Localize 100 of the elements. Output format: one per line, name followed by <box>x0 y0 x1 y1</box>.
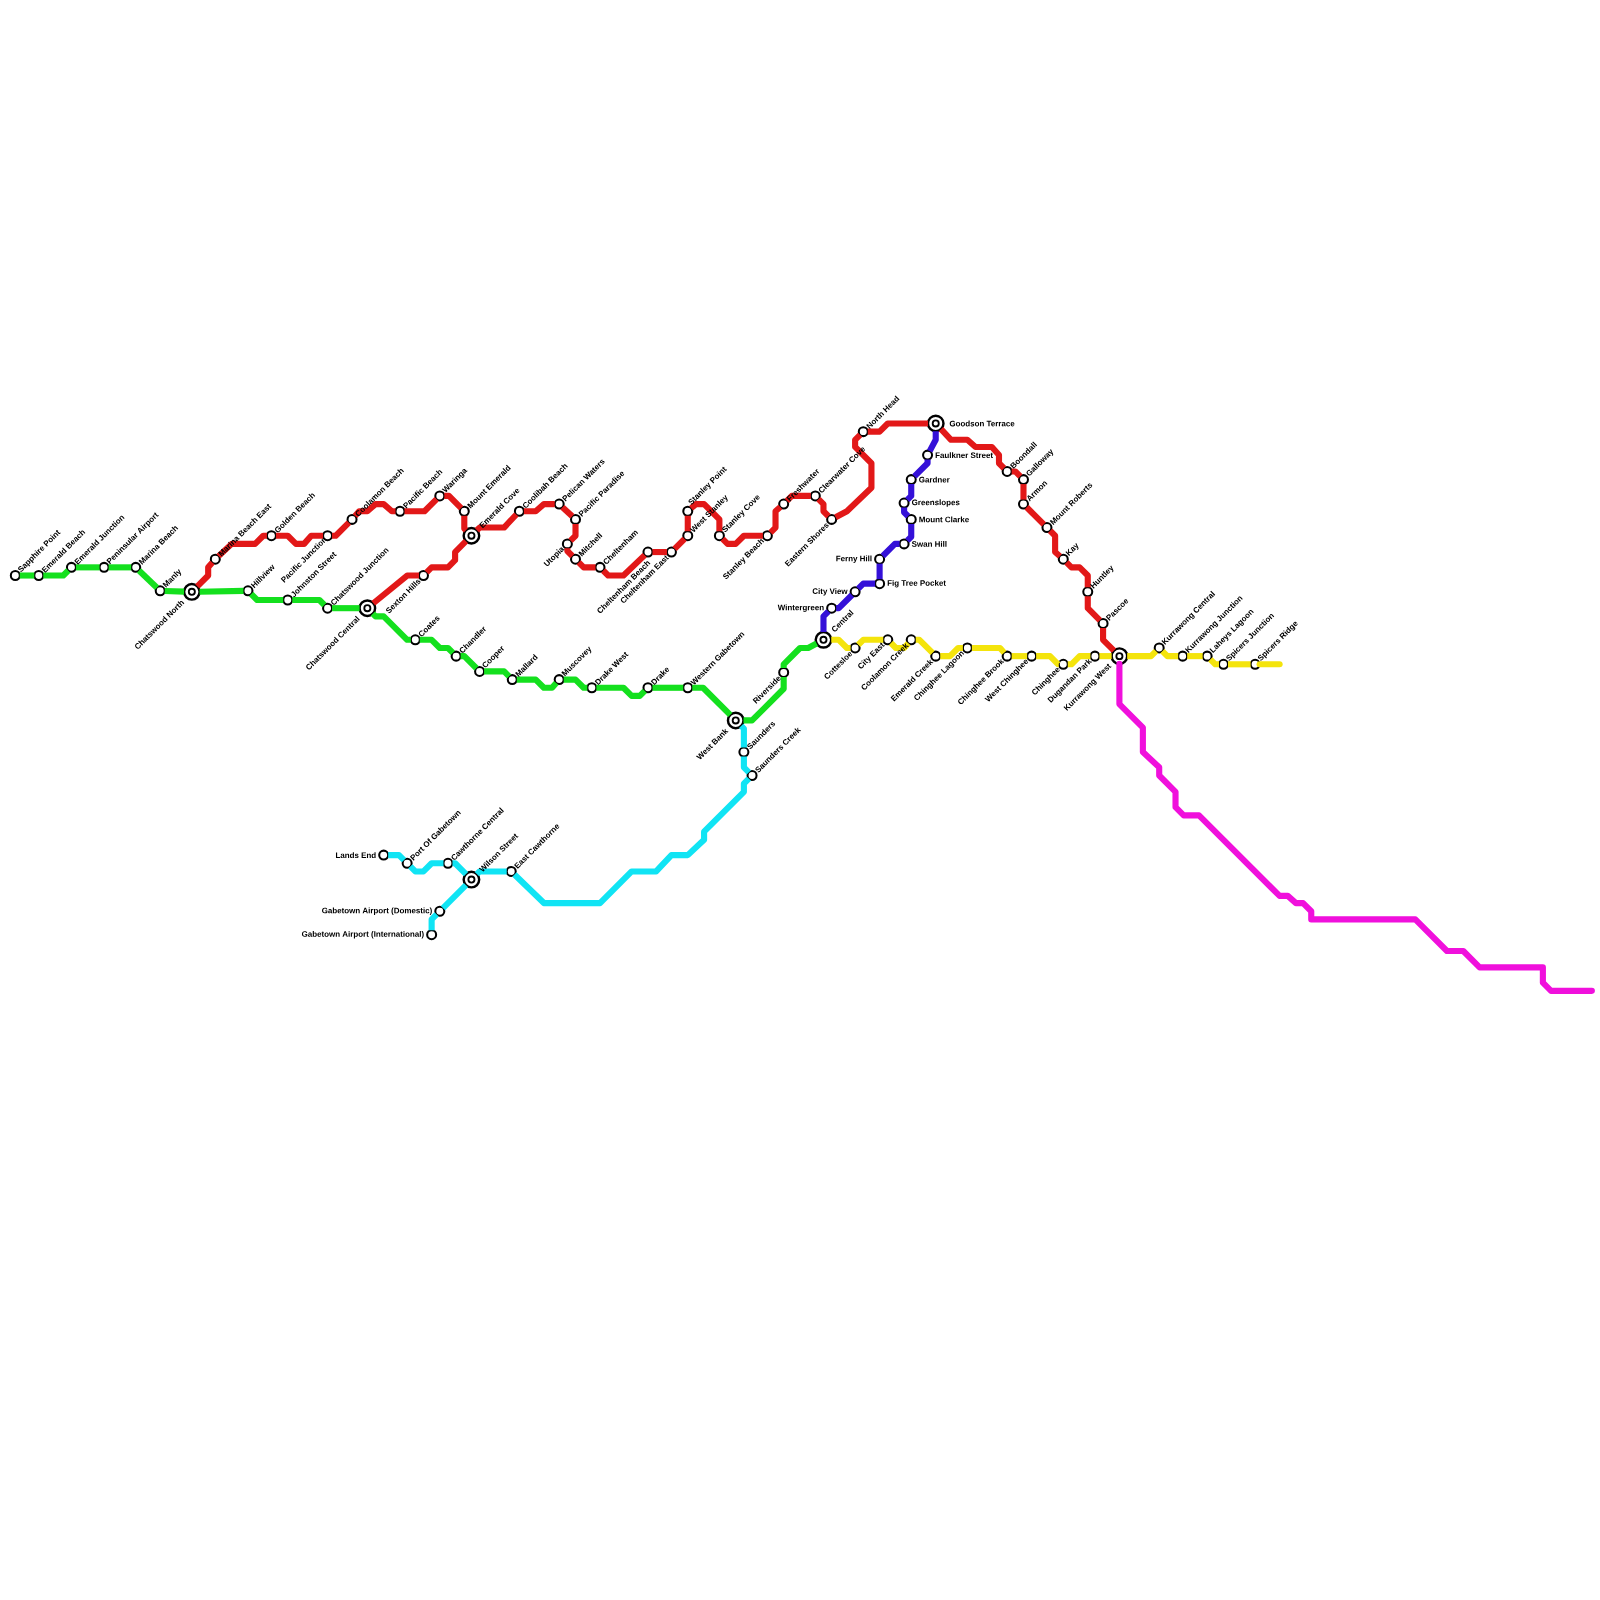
station-marker <box>1017 498 1029 510</box>
line-segment <box>461 515 469 533</box>
station-marker <box>826 513 838 525</box>
line-segment <box>684 515 691 532</box>
station-marker <box>642 546 654 558</box>
line-segment <box>1067 653 1091 668</box>
line-segment <box>856 580 876 591</box>
line-segment <box>444 492 464 511</box>
line-segment <box>743 676 787 724</box>
line-segment <box>672 536 687 552</box>
station-marker <box>849 586 861 598</box>
line-segment <box>692 684 733 718</box>
interchange-marker <box>926 414 945 433</box>
line-segment <box>108 564 132 571</box>
station-marker <box>922 449 934 461</box>
line-segment <box>739 723 747 748</box>
line-segment <box>596 684 647 699</box>
line-segment <box>1011 653 1028 660</box>
station-marker <box>417 570 429 582</box>
station-marker <box>1057 658 1069 670</box>
station-marker <box>905 474 917 486</box>
line-segment <box>352 501 396 519</box>
station-marker <box>778 666 790 678</box>
line-segment <box>460 653 479 671</box>
station-marker <box>434 490 446 502</box>
line-segment <box>424 539 469 575</box>
line-segment <box>1011 468 1023 479</box>
station-marker <box>553 674 565 686</box>
line-segment <box>164 587 185 595</box>
line-segment <box>484 668 512 679</box>
line-segment <box>834 432 875 520</box>
line-segment <box>1187 653 1203 660</box>
line-segment <box>905 523 915 543</box>
station-marker <box>409 634 421 646</box>
line-segment <box>43 568 71 579</box>
line-segment <box>835 592 855 612</box>
line-segment <box>419 636 456 656</box>
line-segment <box>938 427 1007 471</box>
station-marker <box>874 578 886 590</box>
line-segment <box>601 552 647 579</box>
line-segment <box>564 547 575 559</box>
line-segment <box>408 860 444 875</box>
line-segment <box>1100 627 1117 653</box>
interchange-marker <box>182 582 201 601</box>
line-segment <box>19 572 35 579</box>
line-segment <box>1020 484 1027 500</box>
line-segment <box>428 912 439 931</box>
interchange-marker <box>726 711 745 730</box>
line-segment <box>568 523 579 543</box>
line-segment <box>888 640 911 652</box>
line-segment <box>1099 653 1112 660</box>
line-segment <box>720 532 763 547</box>
line-segment <box>820 609 831 633</box>
line-segment <box>901 507 911 519</box>
station-marker <box>898 538 910 550</box>
station-marker <box>434 905 446 917</box>
line-segment <box>563 676 588 691</box>
line-segment <box>512 776 752 907</box>
line-segment <box>452 860 469 877</box>
station-marker <box>809 490 821 502</box>
line-segment <box>831 636 851 652</box>
line-segment <box>292 596 327 608</box>
line-segment <box>576 560 596 571</box>
station-marker <box>9 570 21 582</box>
line-segment <box>689 501 723 532</box>
line-segment <box>199 587 244 595</box>
station-marker <box>874 553 886 565</box>
line-segment <box>880 540 900 559</box>
station-marker <box>378 849 390 861</box>
line-segment <box>905 484 915 503</box>
station-marker <box>265 530 277 542</box>
station-marker <box>1026 650 1038 662</box>
line-segment <box>876 563 883 580</box>
line-segment <box>136 568 160 590</box>
line-segment <box>768 504 783 535</box>
interchange-marker <box>462 870 481 889</box>
line-segment <box>1116 660 1595 994</box>
line-segment <box>1036 653 1062 668</box>
station-marker <box>849 642 861 654</box>
line-segment <box>248 591 284 604</box>
line-segment <box>971 644 1007 655</box>
line-segment <box>927 431 939 453</box>
line-segment <box>275 532 324 547</box>
line-segment <box>652 684 684 691</box>
line-segment <box>474 512 519 533</box>
station-marker <box>1017 474 1029 486</box>
line-segment <box>404 496 439 515</box>
line-segment <box>1024 505 1046 527</box>
line-segment <box>388 852 407 863</box>
line-segment <box>560 504 575 519</box>
station-marker <box>426 929 438 941</box>
line-segment <box>1084 596 1103 623</box>
station-marker <box>898 497 910 509</box>
station-marker <box>513 505 525 517</box>
line-segment <box>940 644 963 660</box>
line-segment <box>816 496 831 519</box>
line-segment <box>1160 648 1179 660</box>
station-marker <box>905 513 917 525</box>
line-segment <box>516 676 559 691</box>
station-marker <box>682 505 694 517</box>
